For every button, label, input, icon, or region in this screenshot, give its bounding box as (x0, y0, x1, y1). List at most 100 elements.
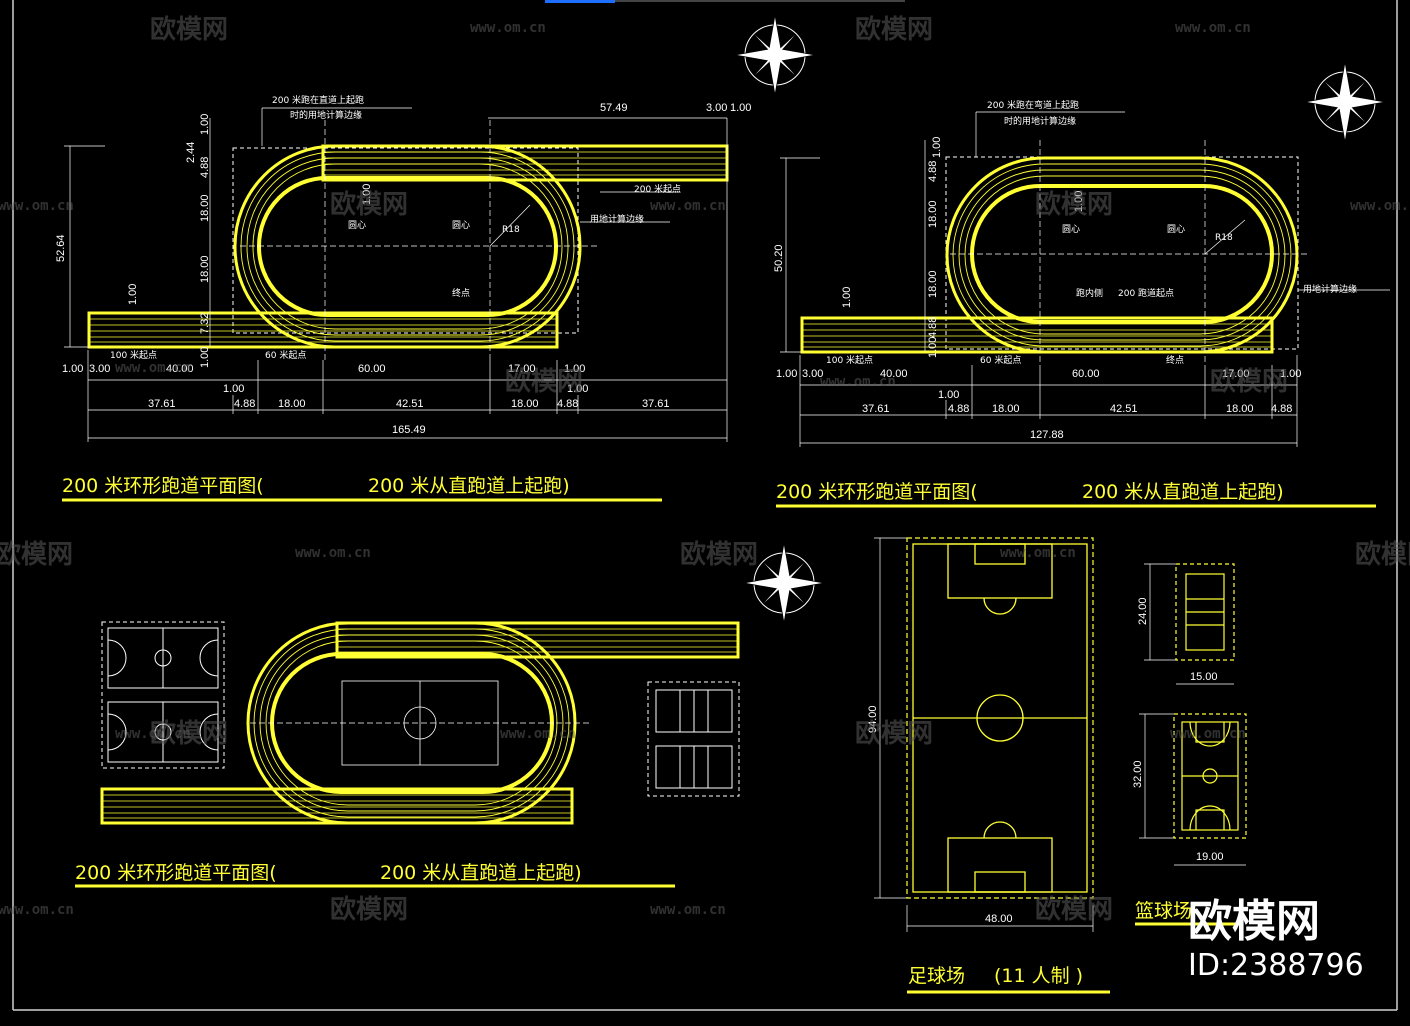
watermark-brand: 欧模网 (1355, 539, 1410, 570)
dim: 1.00 (564, 363, 585, 375)
watermark-brand: 欧模网 (855, 14, 933, 45)
dim: 17.00 (508, 363, 536, 375)
dim: 1.00 (938, 389, 959, 401)
watermark-brand: 欧模网 (0, 539, 73, 570)
track-plan-2: 200 米环形跑道平面图( 200 米从直跑道上起跑) 200 米跑在弯道上起跑… (773, 99, 1390, 508)
note-start60: 60 米起点 (265, 349, 306, 361)
dim: 4.88 (234, 398, 255, 410)
dim: 3.00 (802, 368, 823, 380)
watermark-url: www.om.cn (650, 902, 726, 918)
watermark-url: www.om.cn (1175, 20, 1251, 36)
drawing1-title-left: 200 米环形跑道平面图( (62, 475, 264, 497)
note-land-edge: 用地计算边缘 (1303, 283, 1357, 295)
drawing3-title-right: 200 米从直跑道上起跑) (380, 862, 582, 884)
note-edge2: 时的用地计算边缘 (1004, 115, 1076, 127)
basketball-width: 19.00 (1196, 851, 1224, 863)
note-radius: R18 (502, 225, 520, 235)
watermark-url: www.om.cn (115, 726, 191, 742)
football-field: 94.00 48.00 足球场 (11 人制 ) (867, 537, 1110, 994)
dim: 4.88 (927, 317, 939, 338)
compass-icon (734, 14, 816, 96)
watermark-url: www.om.cn (650, 198, 726, 214)
note-start200: 200 跑道起点 (1118, 287, 1174, 299)
dim: 40.00 (166, 363, 194, 375)
dim: 1.00 (62, 363, 83, 375)
dim: 18.00 (992, 403, 1020, 415)
dim: 1.00 (223, 383, 244, 395)
dim: 4.88 (1271, 403, 1292, 415)
note-edge: 200 米跑在弯道上起跑 (987, 99, 1079, 111)
dim: 37.61 (148, 398, 176, 410)
dim: 50.20 (773, 244, 785, 272)
note-land-edge: 用地计算边缘 (590, 213, 644, 225)
football-title: 足球场 (908, 965, 965, 987)
compass-icon (743, 542, 825, 624)
watermark-url: www.om.cn (500, 726, 576, 742)
volleyball-width: 15.00 (1190, 671, 1218, 683)
watermark-brand: 欧模网 (680, 539, 758, 570)
tab-indicator (545, 0, 615, 3)
dim: 18.00 (1226, 403, 1254, 415)
watermark-brand: 欧模网 (1035, 894, 1113, 925)
dim: 1.00 (841, 287, 853, 308)
note-start200: 200 米起点 (634, 183, 681, 195)
note-inner: 跑内侧 (1076, 287, 1103, 299)
dim: 3.00 (89, 363, 110, 375)
watermark-url: www.om.cn (1170, 726, 1246, 742)
note-start100: 100 米起点 (110, 349, 157, 361)
note-finish: 终点 (452, 287, 470, 299)
dim: 1.00 (1073, 191, 1085, 212)
watermark-brand: 欧模网 (150, 718, 228, 749)
dim: 4.88 (927, 161, 939, 182)
watermark-id: ID:2388796 (1188, 948, 1364, 983)
dim: 1.00 (199, 347, 211, 368)
watermark-brand: 欧模网 (855, 718, 933, 749)
dim: 1.00 (567, 383, 588, 395)
dim: 1.00 (776, 368, 797, 380)
dim: 4.88 (557, 398, 578, 410)
dim: 18.00 (511, 398, 539, 410)
dim: 42.51 (1110, 403, 1138, 415)
dim: 42.51 (396, 398, 424, 410)
dim: 1.00 (1280, 368, 1301, 380)
dim: 3.00 (706, 102, 727, 114)
watermark-url: www.om.cn (0, 198, 74, 214)
watermark-brand: 欧模网 (1210, 366, 1288, 397)
dim: 18.00 (199, 255, 211, 283)
dim: 1.00 (927, 337, 939, 358)
watermark-url: www.om.cn (1350, 198, 1410, 214)
compass-icon (1304, 61, 1386, 143)
note-center2: 圆心 (452, 220, 470, 231)
dim: 18.00 (278, 398, 306, 410)
note-center1: 圆心 (348, 220, 366, 231)
note-center2: 圆心 (1167, 224, 1185, 235)
dim: 60.00 (1072, 368, 1100, 380)
dim: 18.00 (199, 194, 211, 222)
football-title-paren: (11 人制 ) (994, 965, 1083, 987)
note-radius: R18 (1215, 233, 1233, 243)
drawing2-title-right: 200 米从直跑道上起跑) (1082, 481, 1284, 503)
watermark-brand: 欧模网 (330, 894, 408, 925)
dim: 2.44 (185, 142, 197, 163)
watermark-url: www.om.cn (820, 374, 896, 390)
note-center1: 圆心 (1062, 224, 1080, 235)
note-edge: 200 米跑在直道上起跑 (272, 94, 364, 106)
dim: 165.49 (392, 424, 426, 436)
note-edge2: 时的用地计算边缘 (290, 109, 362, 121)
basketball-height: 32.00 (1132, 760, 1144, 788)
dim: 17.00 (1222, 368, 1250, 380)
dim: 60.00 (358, 363, 386, 375)
dim: 40.00 (880, 368, 908, 380)
dim: 37.61 (642, 398, 670, 410)
dim: 37.61 (862, 403, 890, 415)
watermark-logo-brand: 欧模网 (1188, 896, 1320, 947)
watermark-brand: 欧模网 (1035, 189, 1113, 220)
dim: 52.64 (55, 234, 67, 262)
watermark-layer: 欧模网 www.om.cn 欧模网 www.om.cn www.om.cn 欧模… (0, 14, 1410, 983)
watermark-brand: 欧模网 (150, 14, 228, 45)
watermark-url: www.om.cn (1000, 545, 1076, 561)
dim: 4.88 (948, 403, 969, 415)
dim: 57.49 (600, 102, 628, 114)
watermark-brand: 欧模网 (505, 366, 583, 397)
